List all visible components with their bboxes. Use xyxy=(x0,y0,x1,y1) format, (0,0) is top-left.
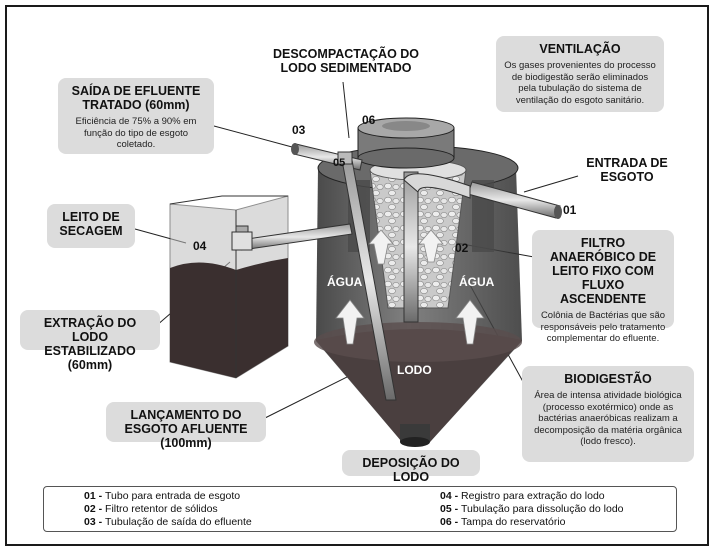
callout-deposicao: DEPOSIÇÃO DO LODO xyxy=(342,450,480,484)
legend-item: 01 - Tubo para entrada de esgoto xyxy=(84,490,241,502)
agua-label-left: ÁGUA xyxy=(327,274,363,289)
deposicao-title: DEPOSIÇÃO DO LODO xyxy=(362,456,460,484)
water-arrows xyxy=(335,229,485,345)
callout-descompactacao: DESCOMPACTAÇÃO DO LODO SEDIMENTADO xyxy=(272,47,420,75)
tank-lid xyxy=(357,117,455,169)
filtro-desc: Colônia de Bactérias que são responsávei… xyxy=(540,310,666,344)
legend-item: 04 - Registro para extração do lodo xyxy=(440,490,605,502)
drying-bed xyxy=(169,195,289,379)
legend-right: 04 - Registro para extração do lodo 05 -… xyxy=(440,490,624,529)
ventilacao-title: VENTILAÇÃO xyxy=(539,42,621,56)
lodo-label: LODO xyxy=(397,363,432,377)
biodigestao-desc: Área de intensa atividade biológica (pro… xyxy=(534,390,682,447)
legend-left: 01 - Tubo para entrada de esgoto 02 - Fi… xyxy=(84,490,252,529)
diagram-labels: ÁGUA ÁGUA LODO 01 02 03 04 05 06 xyxy=(193,113,577,377)
sludge-dissolution-pipe xyxy=(337,151,397,401)
callout-biodigestao: BIODIGESTÃO Área de intensa atividade bi… xyxy=(522,366,694,462)
sludge-extraction-pipe xyxy=(231,223,353,251)
lancamento-title: LANÇAMENTO DO ESGOTO AFLUENTE (100mm) xyxy=(124,408,248,450)
legend: 01 - Tubo para entrada de esgoto 02 - Fi… xyxy=(43,486,677,532)
callout-ventilacao: VENTILAÇÃO Os gases provenientes do proc… xyxy=(496,36,664,112)
callout-saida-efluente: SAÍDA DE EFLUENTE TRATADO (60mm) Eficiên… xyxy=(58,78,214,154)
number-02: 02 xyxy=(455,241,469,255)
callout-filtro: FILTRO ANAERÓBICO DE LEITO FIXO COM FLUX… xyxy=(532,230,674,344)
inlet-pipe xyxy=(403,171,562,323)
outer-frame xyxy=(5,5,709,546)
legend-item: 05 - Tubulação para dissolução do lodo xyxy=(440,503,624,515)
descompactacao-title: DESCOMPACTAÇÃO DO LODO SEDIMENTADO xyxy=(272,47,420,75)
extracao-title: EXTRAÇÃO DO LODO ESTABILIZADO (60mm) xyxy=(43,316,137,372)
entrada-title: ENTRADA DE ESGOTO xyxy=(586,156,668,184)
legend-item: 02 - Filtro retentor de sólidos xyxy=(84,503,218,515)
legend-item: 03 - Tubulação de saída do efluente xyxy=(84,516,252,528)
callout-extracao: EXTRAÇÃO DO LODO ESTABILIZADO (60mm) xyxy=(20,310,160,372)
biodigestao-title: BIODIGESTÃO xyxy=(564,372,652,386)
callout-lancamento: LANÇAMENTO DO ESGOTO AFLUENTE (100mm) xyxy=(106,402,266,450)
filtro-title: FILTRO ANAERÓBICO DE LEITO FIXO COM FLUX… xyxy=(549,236,657,306)
agua-label-right: ÁGUA xyxy=(459,274,495,289)
saida-efluente-title: SAÍDA DE EFLUENTE TRATADO (60mm) xyxy=(71,84,201,112)
number-03: 03 xyxy=(292,123,306,137)
legend-item: 06 - Tampa do reservatório xyxy=(440,516,566,528)
leito-secagem-title: LEITO DE SECAGEM xyxy=(59,210,123,238)
saida-efluente-desc: Eficiência de 75% a 90% em função do tip… xyxy=(75,116,197,150)
number-05: 05 xyxy=(333,157,345,169)
callout-entrada: ENTRADA DE ESGOTO xyxy=(578,150,676,194)
number-06: 06 xyxy=(362,113,376,127)
ventilacao-desc: Os gases provenientes do processo de bio… xyxy=(504,60,656,106)
number-04: 04 xyxy=(193,239,207,253)
number-01: 01 xyxy=(563,203,577,217)
callout-leito-secagem: LEITO DE SECAGEM xyxy=(47,204,135,248)
